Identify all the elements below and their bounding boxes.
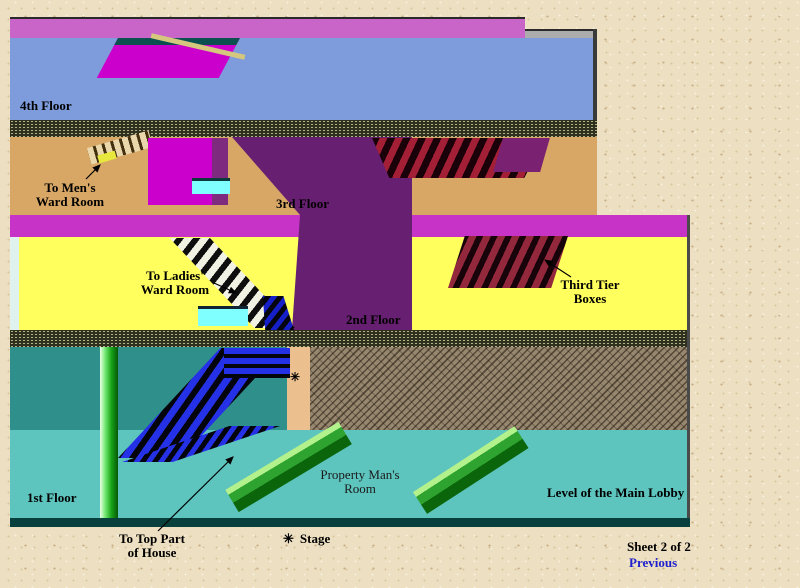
third-floor-cyan-step (192, 178, 230, 194)
stage-marker-icon: ✳ (290, 370, 301, 384)
to-top-part-of-house-label: To Top Part of House (110, 531, 194, 561)
ladies-ward-line2: Ward Room (140, 282, 210, 298)
stage-legend-text: Stage (299, 531, 331, 546)
second-floor-label: 2nd Floor (346, 312, 401, 327)
fourth-floor-label: 4th Floor (20, 98, 72, 113)
hatched-section (310, 347, 690, 430)
third-tier-line2: Boxes (573, 291, 607, 307)
sheet-number-label: Sheet 2 of 2 (627, 539, 691, 554)
stage-legend: ✳ Stage (283, 531, 331, 546)
mens-ward-line2: Ward Room (35, 194, 105, 210)
third-tier-line1: Third Tier (560, 277, 620, 292)
roof-band-pink (10, 17, 525, 40)
mens-ward-line1: To Men's (44, 180, 96, 195)
main-lobby-label: Level of the Main Lobby (547, 485, 685, 500)
third-floor-magenta-wall (148, 138, 212, 205)
mens-ward-label: To Men's Ward Room (28, 180, 112, 210)
third-tier-stairs (448, 236, 568, 288)
third-tier-boxes-label: Third Tier Boxes (553, 277, 627, 307)
first-floor-stair-landing (224, 348, 290, 378)
stage-star-icon: ✳ (283, 531, 294, 546)
ladies-ward-label: To Ladies' Ward Room (133, 268, 217, 298)
previous-link[interactable]: Previous (629, 555, 678, 570)
property-room-line2: Room (344, 481, 376, 497)
property-mans-room-label: Property Man's Room (310, 467, 410, 497)
upper-wall-gray-strip (525, 29, 597, 40)
floor-slab-upper (10, 120, 597, 137)
top-part-line1: To Top Part (119, 531, 185, 546)
foundation-strip (10, 518, 690, 527)
third-floor-right-stairwell-end (493, 138, 550, 172)
left-stair-shaft (10, 237, 19, 330)
top-part-line2: of House (127, 545, 177, 561)
fourth-floor-band (10, 38, 597, 120)
first-floor-label: 1st Floor (27, 490, 77, 505)
stage-wall-column (287, 347, 310, 430)
property-room-line1: Property Man's (320, 467, 400, 482)
third-floor-magenta-wall-side (212, 138, 228, 205)
fourth-floor-stairwell (96, 38, 240, 78)
third-floor-label: 3rd Floor (276, 196, 330, 211)
second-floor-cyan-landing (198, 306, 248, 326)
green-column (100, 347, 118, 518)
fourth-floor-right-edge (593, 29, 597, 137)
ladies-ward-line1: To Ladies' (146, 268, 204, 283)
floor-slab-lower (10, 330, 690, 347)
building-right-edge (687, 215, 690, 518)
